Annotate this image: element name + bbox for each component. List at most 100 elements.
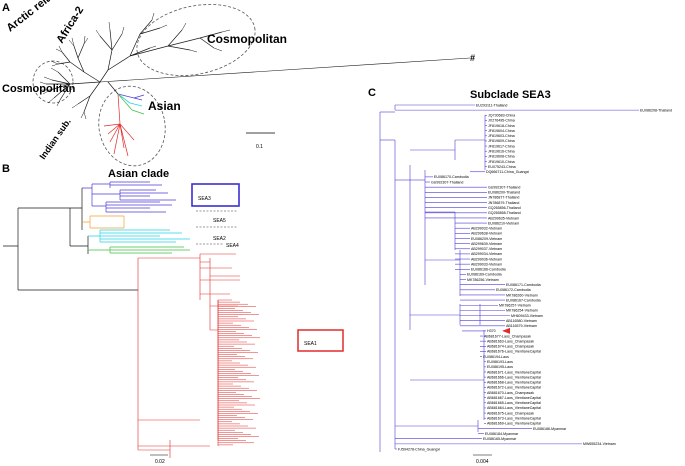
leaf-label: JQ730683-China: [488, 114, 515, 118]
leaf-label: AB681676-Laos_VientianeCapital: [487, 350, 541, 354]
leaf-label: AB681671-Laos_VientianeCapital: [487, 370, 541, 374]
sea2-branches: [88, 229, 190, 243]
sea3-box: [191, 183, 240, 207]
cosmopolitan-ellipse: [136, 4, 256, 76]
subclade-sea3-title: Subclade SEA3: [470, 89, 551, 101]
leaf-label: EU086167-Cambodia: [506, 298, 541, 302]
indian-subcontinent-label: Indian sub.: [37, 116, 72, 161]
asian-ellipse: [98, 85, 166, 167]
panel-c-label: C: [368, 87, 376, 99]
leaf-label: AB681668-Laos_VientianeCapital: [487, 381, 541, 385]
africa2-label: Africa-2: [54, 4, 86, 45]
leaf-label: EU086172-Cambodia: [496, 288, 531, 292]
sea2-label: SEA2: [213, 236, 226, 242]
leaf-label: AB681664-Laos_VientianeCapital: [487, 406, 541, 410]
leaf-label: AB681665-Laos_VientianeCapital: [487, 401, 541, 405]
leaf-label: MK786254-Vietnam: [506, 309, 538, 313]
panel-a: A Arctic related Africa-2 Cosmopolitan: [2, 0, 475, 167]
leaf-label: GU992307-Thailand: [488, 185, 520, 189]
panel-b-label: B: [2, 163, 10, 175]
leaf-label: MK786256-Vietnam: [467, 278, 499, 282]
arctic-related-label: Arctic related: [4, 0, 67, 34]
scale-label-a: 0.1: [256, 144, 263, 150]
asian-clade-title: Asian clade: [108, 168, 169, 180]
scale-label-c: 0.004: [476, 459, 489, 465]
leaf-label: AB681675-Laos_Champasak: [487, 411, 534, 415]
leaf-label: DQ666711-China_Guangxi: [486, 170, 529, 174]
cosmopolitan-left-ellipse: [32, 60, 74, 104]
cosmopolitan-label: Cosmopolitan: [207, 32, 287, 46]
leaf-label: MK786257-Vietnam: [499, 304, 531, 308]
leaf-label: JX276495-China: [488, 119, 515, 123]
scale-label-b: 0.02: [155, 459, 165, 465]
leaf-label: JF819604-China: [488, 129, 515, 133]
leaf-label: H370: [487, 329, 496, 333]
leaf-label: AB299033-Vietnam: [471, 262, 502, 266]
sea1-box: [297, 329, 344, 352]
leaf-label: EU086165-Myanmar: [483, 437, 517, 441]
asian-branches: [103, 81, 145, 157]
sea3-label: SEA3: [198, 196, 211, 202]
leaf-label: EU086193-Laos: [487, 360, 513, 364]
tree-tips-black: [39, 12, 231, 120]
panel-a-label: A: [2, 2, 10, 14]
leaf-label: AB681677-Laos_Champasak: [484, 334, 531, 338]
sea5-branches: [82, 215, 125, 229]
leaf-label: AB681672-Laos_VientianeCapital: [487, 386, 541, 390]
panel-b: B Asian clade SEA3 SEA5: [2, 163, 344, 465]
leaf-label: JF819616-China: [488, 150, 515, 154]
leaf-label: GQ265856-Thailand: [488, 206, 521, 210]
asian-label: Asian: [148, 99, 181, 113]
leaf-label: AB299034-Vietnam: [471, 252, 502, 256]
sea1-tips: [138, 299, 260, 447]
tree-b-backbone: [3, 188, 138, 291]
leaf-label: EU086194-Laos: [483, 355, 509, 359]
leaf-label: EU293111-Thailand: [476, 103, 507, 107]
leaf-label: AB116580-Vietnam: [506, 319, 537, 323]
sea1-branches: [137, 253, 240, 458]
sea4-branches: [88, 246, 190, 254]
leaf-label: AB681663-Laos_Champasak: [487, 339, 534, 343]
leaf-label: JF819618-China: [488, 124, 515, 128]
leaf-label: JF819603-China: [488, 134, 515, 138]
unrooted-tree: [46, 19, 471, 113]
leaf-label: JF819610-China: [488, 160, 515, 164]
leaf-label: AB299036-Vietnam: [471, 257, 502, 261]
leaf-label: AB299639-Vietnam: [471, 242, 502, 246]
leaf-label: EU086208-Thailand: [640, 108, 672, 112]
leaf-label: EU086166-Cambodia: [471, 268, 506, 272]
leaf-label: EU086171-Cambodia: [506, 283, 541, 287]
leaf-label: EU086170-Cambodia: [434, 175, 469, 179]
leaf-label: EU086186-Myanmar: [533, 427, 567, 431]
sea3-branches: [82, 181, 176, 213]
outgroup-hash-label: #: [470, 53, 475, 63]
sea1-label: SEA1: [304, 341, 317, 347]
leaf-label: AB681667-Laos_VientianeCapital: [487, 396, 541, 400]
leaf-label: MH609433-Vietnam: [511, 314, 543, 318]
leaf-label: EU086200-Thailand: [488, 191, 520, 195]
leaf-label: JN786877-Thailand: [488, 196, 519, 200]
leaf-label: AB681674-Laos_Champasak: [487, 345, 534, 349]
leaf-label: AB681666-Laos_VientianeCapital: [487, 375, 541, 379]
tree-c: EU293111-ThailandEU086208-ThailandJQ7306…: [379, 103, 672, 452]
cosmopolitan-left-label: Cosmopolitan: [2, 83, 76, 95]
leaf-label: EU075243-China: [488, 165, 516, 169]
sea5-label: SEA5: [213, 218, 226, 224]
leaf-label: JF819609-China: [488, 139, 515, 143]
leaf-label: EU086209-Vietnam: [471, 237, 502, 241]
leaf-label: MK786260-Vietnam: [506, 293, 538, 297]
leaf-label: AB681673-Laos_VientianeCapital: [487, 416, 541, 420]
panel-c: C Subclade SEA3 EU293111-ThailandEU08620…: [368, 87, 672, 465]
leaf-label: EU086169-Cambodia: [467, 273, 502, 277]
leaf-label: AB681670-Laos_Champasak: [487, 391, 534, 395]
leaf-label: AB681669-Laos_VientianeCapital: [487, 422, 541, 426]
leaf-label: EU086210-Vietnam: [488, 221, 519, 225]
h370-marker-icon: [502, 327, 510, 334]
leaf-label: FJ594278-China_Guangxi: [398, 447, 440, 451]
leaf-label: GU992307-Thailand: [431, 180, 463, 184]
leaf-label: GQ265858-Thailand: [488, 211, 521, 215]
leaf-label: JF819617-China: [488, 144, 515, 148]
leaf-label: AB299635-Vietnam: [488, 216, 519, 220]
leaf-label: JF819608-China: [488, 155, 515, 159]
